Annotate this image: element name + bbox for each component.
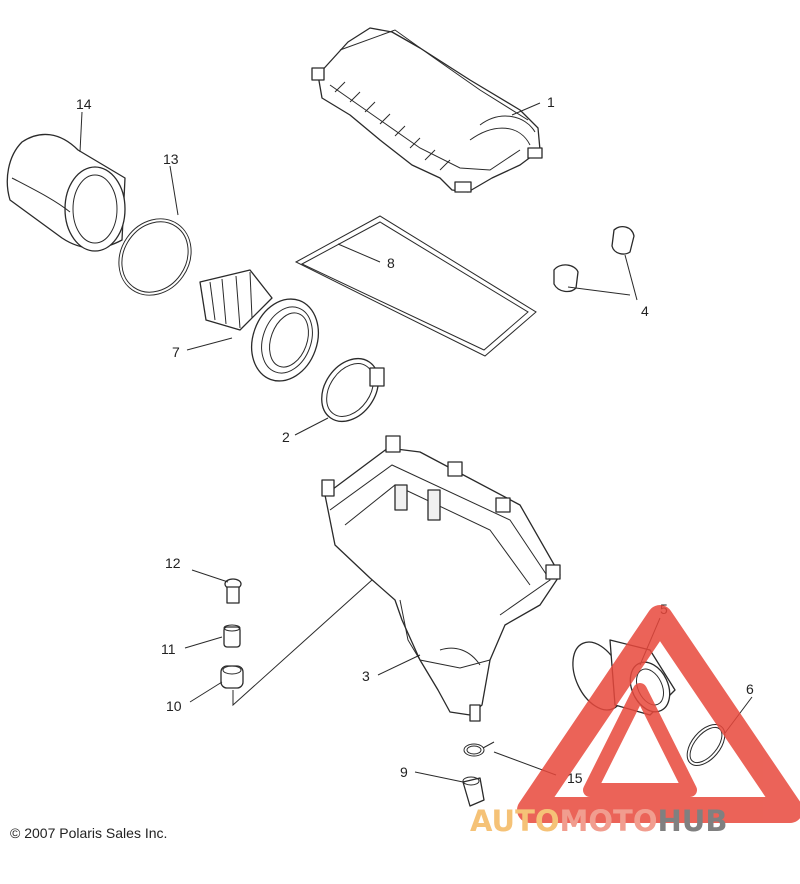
clip-icon[interactable] xyxy=(553,225,635,293)
callout-labels: 1 2 3 4 5 6 7 8 9 10 11 12 13 14 15 xyxy=(76,94,754,786)
o-ring-icon[interactable] xyxy=(104,205,206,310)
callout-12: 12 xyxy=(165,555,181,571)
bushing-icon[interactable] xyxy=(223,624,241,648)
callout-13: 13 xyxy=(163,151,179,167)
callout-1: 1 xyxy=(547,94,555,110)
seal-icon[interactable] xyxy=(294,215,537,357)
clamp-icon[interactable] xyxy=(310,348,390,432)
grommet-icon[interactable] xyxy=(220,665,244,689)
callout-11: 11 xyxy=(161,641,176,657)
air-box-icon[interactable] xyxy=(321,435,561,722)
svg-text:AUTOMOTOHUB: AUTOMOTOHUB xyxy=(470,804,727,838)
callout-10: 10 xyxy=(166,698,182,714)
callout-14: 14 xyxy=(76,96,92,112)
callout-9: 9 xyxy=(400,764,408,780)
watermark-text-moto: MOTO xyxy=(560,804,658,838)
spring-clamp-icon[interactable] xyxy=(463,741,495,757)
callout-2: 2 xyxy=(282,429,290,445)
callout-3: 3 xyxy=(362,668,370,684)
callout-7: 7 xyxy=(172,344,180,360)
callout-6: 6 xyxy=(746,681,754,697)
filter-cage-icon[interactable] xyxy=(199,269,329,390)
air-filter-icon[interactable] xyxy=(6,133,126,252)
copyright-text: © 2007 Polaris Sales Inc. xyxy=(10,825,167,841)
watermark-text-hub: HUB xyxy=(658,804,728,838)
screw-icon[interactable] xyxy=(224,578,242,604)
callout-8: 8 xyxy=(387,255,395,271)
callout-4: 4 xyxy=(641,303,649,319)
air-box-cover-icon[interactable] xyxy=(311,27,543,193)
drain-plug-icon[interactable] xyxy=(462,776,485,807)
callout-15: 15 xyxy=(567,770,583,786)
watermark-text-auto: AUTO xyxy=(470,804,560,838)
watermark-triangle-icon xyxy=(517,605,800,823)
watermark-triangle-inner-icon xyxy=(583,683,697,797)
watermark-logo: AUTOMOTOHUB xyxy=(470,605,800,838)
